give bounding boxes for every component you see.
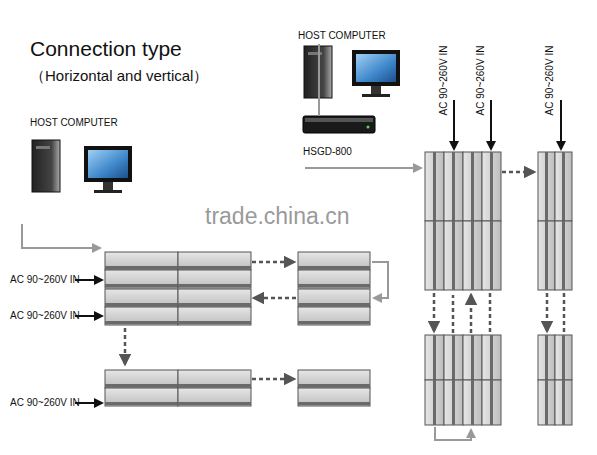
- node-label: HOST COMPUTER: [30, 117, 135, 129]
- diagram-title: Connection type: [30, 37, 182, 61]
- power-input-label: AC 90~260V IN: [10, 310, 80, 321]
- subtitle: （Horizontal and vertical）: [30, 67, 208, 86]
- power-input-label: AC 90~260V IN: [544, 45, 555, 115]
- node-label: HOST COMPUTER: [298, 30, 423, 42]
- power-input-label: AC 90~260V IN: [10, 274, 80, 285]
- computer-box: HOST COMPUTER: [298, 30, 423, 44]
- led-panels: [105, 152, 572, 425]
- power-input-label: AC 90~260V IN: [438, 45, 449, 115]
- connector-line: [318, 44, 320, 116]
- power-input-label: AC 90~260V IN: [475, 45, 486, 115]
- controller-device: [303, 116, 375, 133]
- controller-box: HSGD-800: [303, 116, 375, 158]
- power-input-label: AC 90~260V IN: [10, 397, 80, 408]
- wiring: [22, 100, 564, 440]
- node-label: HSGD-800: [303, 146, 375, 158]
- host-computer-icon: [32, 140, 132, 193]
- computer-box: HOST COMPUTER: [30, 117, 135, 139]
- watermark: trade.china.cn: [205, 203, 349, 230]
